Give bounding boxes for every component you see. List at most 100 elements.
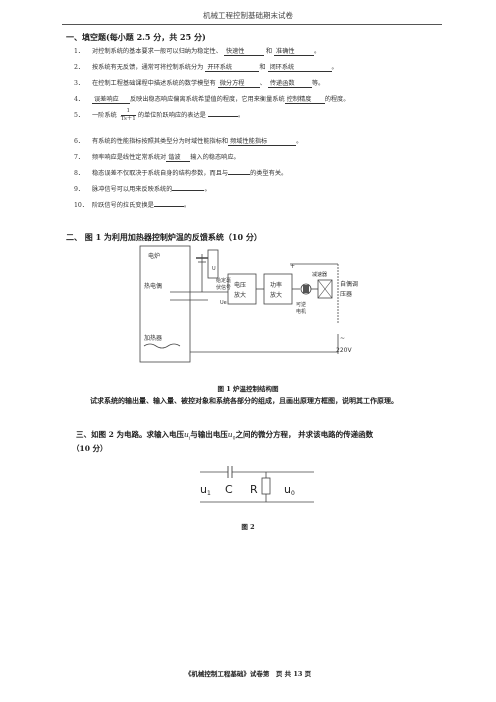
section3-score: （10 分） [72, 444, 108, 453]
furnace-box [139, 245, 191, 363]
q4-answer1: 误差响应 [92, 94, 130, 104]
q8-text: 稳态误差不仅取决于系统自身的结构参数，而且与 [92, 170, 229, 177]
question-4: 4． 误差响应反映出稳态响应偏离系统希望值的程度，它用来衡量系统控制精度的程度。 [74, 94, 349, 104]
label-ue: Ue [220, 300, 227, 306]
q1-mid: 和 [265, 48, 273, 55]
q7-num: 7． [74, 154, 85, 161]
question-10: 10．阶跃信号的拉氏变换是。 [74, 202, 191, 209]
q1-answer1: 快速性 [223, 46, 264, 56]
label-setpoint-1: 给定毫 [216, 277, 231, 284]
label-u0: u [284, 483, 291, 496]
q6-answer1: 频域性能指标 [228, 136, 297, 146]
label-motor-1: 可逆 [296, 301, 306, 308]
svg-text:~: ~ [340, 335, 345, 342]
q3-post: 等。 [311, 80, 325, 87]
label-ur: U [212, 266, 216, 272]
q10-num: 10． [74, 202, 89, 209]
output-voltage: u [227, 430, 233, 439]
q10-text: 阶跃信号的拉氏变换是 [92, 202, 154, 209]
transfer-fraction: 1 Ts＋1 [120, 108, 136, 123]
page-header: 机械工程控制基础期末试卷 [203, 11, 293, 20]
resistor [261, 477, 271, 495]
label-power-amp-2: 放大 [270, 291, 282, 299]
label-220v: 220V [336, 347, 352, 354]
fraction-denominator: Ts＋1 [120, 116, 136, 122]
label-motor-2: 电机 [296, 308, 306, 315]
label-voltage-amp-1: 电压 [234, 281, 246, 289]
question-2: 2．按系统有无反馈，通常可将控制系统分为 开环系统和 闭环系统。 [74, 62, 338, 72]
q9-num: 9． [74, 186, 85, 193]
q5-post: 的单位阶跃响应的表达是 [137, 112, 206, 119]
question-6: 6． 有系统的性能指标按照其类型分为时域性能指标和频域性能指标。 [74, 136, 302, 146]
input-voltage: u [183, 430, 189, 439]
label-u1-sub: 1 [207, 490, 211, 497]
question-3: 3． 在控制工程基础课程中描述系统的数学模型有 微分方程、 传递函数等。 [74, 78, 324, 88]
figure2-caption: 图 2 [241, 523, 255, 531]
q5-num: 5． [74, 112, 85, 119]
label-furnace: 电炉 [148, 252, 160, 260]
input-voltage-sub: i [188, 436, 191, 442]
q3-num: 3． [74, 80, 85, 87]
section3-mid: 与输出电压 [190, 430, 228, 439]
voltage-amp-box [227, 273, 257, 305]
q2-post: 。 [331, 64, 338, 71]
q8-num: 8． [74, 170, 85, 177]
q8-post: 的类型有关。 [250, 170, 288, 177]
section1-title: 一、填空题(每小题 2.5 分，共 25 分) [66, 32, 206, 42]
label-u1: u [200, 483, 207, 496]
q2-text: 按系统有无反馈，通常可将控制系统分为 [92, 64, 204, 71]
label-voltage-amp-2: 放大 [234, 291, 246, 299]
q6-text: 有系统的性能指标按照其类型分为时域性能指标和 [92, 138, 229, 145]
q4-answer2: 控制精度 [284, 94, 325, 104]
q6-num: 6． [74, 138, 85, 145]
rc-circuit-diagram: u 1 C R u 0 [200, 466, 314, 503]
q3-text: 在控制工程基础课程中描述系统的数学模型有 [92, 80, 216, 87]
page-footer: 《机械控制工程基础》试卷第 页 共 13 页 [184, 670, 312, 678]
q4-mid: 反映出稳态响应偏离系统希望值的程度，它用来衡量系统 [130, 96, 285, 103]
reducer-box [317, 279, 333, 299]
q2-num: 2． [74, 64, 85, 71]
label-u0-sub: 0 [291, 490, 295, 497]
label-r: R [250, 483, 258, 496]
figure1-caption: 图 1 炉温控制结构图 [217, 385, 279, 393]
label-c: C [225, 483, 233, 496]
question-5: 5．一阶系统 1 Ts＋1 的单位阶跃响应的表达是 。 [74, 108, 245, 123]
heater-coil [143, 343, 181, 349]
section2-title: 二、 图 1 为利用加热器控制炉温的反馈系统（10 分） [66, 232, 262, 242]
q2-mid: 和 [259, 64, 266, 71]
q1-num: 1． [74, 48, 85, 55]
section3-title-end: 之间的微分方程， 并求该电路的传递函数 [235, 430, 374, 439]
label-heater: 加热器 [144, 334, 162, 342]
question-7: 7． 频率响应是线性定常系统对谐波输入的稳态响应。 [74, 152, 240, 162]
section2-question: 试求系统的输出量、输入量、被控对象和系统各部分的组成，且画出原理方框图，说明其工… [90, 396, 398, 405]
q4-num: 4． [74, 96, 85, 103]
q3-mid: 、 [259, 80, 266, 87]
q4-post: 的程度。 [324, 96, 350, 103]
section3-title: 三、如图 2 为电路。求输入电压ui与输出电压u0之间的微分方程， 并求该电路的… [76, 429, 373, 442]
q7-text: 频率响应是线性定常系统对 [92, 154, 167, 161]
q3-answer2: 传递函数 [267, 78, 312, 88]
q5-blank [207, 116, 238, 117]
q10-blank [153, 206, 184, 207]
q7-answer1: 谐波 [166, 152, 191, 162]
label-setpoint-2: 伏信号 [216, 284, 231, 291]
q5-text: 一阶系统 [92, 112, 117, 119]
q2-answer2: 闭环系统 [267, 62, 332, 72]
svg-text:+: + [290, 263, 295, 270]
header-rule [62, 24, 442, 25]
q6-post: 。 [296, 138, 303, 145]
label-autotransformer-1: 自偶调 [340, 280, 358, 288]
label-power-amp-1: 功率 [270, 281, 282, 289]
section3-title-text: 三、如图 2 为电路。求输入电压 [76, 430, 184, 439]
q3-answer1: 微分方程 [217, 78, 260, 88]
q7-post: 输入的稳态响应。 [190, 154, 240, 161]
label-autotransformer-2: 压器 [340, 291, 352, 298]
potentiometer [207, 249, 219, 279]
power-amp-box [263, 273, 293, 305]
question-9: 9．脉冲信号可以用来反映系统的。 [74, 186, 211, 193]
q1-post: 。 [314, 48, 321, 55]
q1-answer2: 准确性 [274, 46, 315, 56]
label-reducer: 减速器 [312, 271, 327, 278]
q8-blank [228, 174, 251, 175]
question-8: 8． 稳态误差不仅取决于系统自身的结构参数，而且与 的类型有关。 [74, 168, 287, 177]
